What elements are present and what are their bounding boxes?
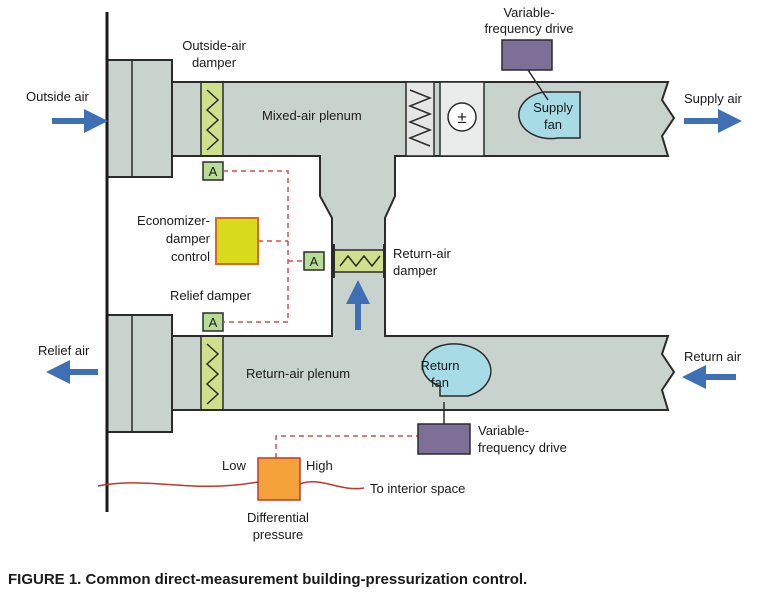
vfd-return bbox=[417, 423, 471, 455]
svg-text:A: A bbox=[310, 254, 319, 269]
label-diff-pressure-2: pressure bbox=[253, 527, 304, 542]
label-outside-air-damper-2: damper bbox=[192, 55, 237, 70]
label-low: Low bbox=[222, 458, 246, 473]
actuator-return-air: A bbox=[303, 251, 325, 271]
label-to-interior: To interior space bbox=[370, 481, 465, 496]
wall-pressure-line bbox=[97, 481, 259, 487]
label-return-fan-2: fan bbox=[431, 375, 449, 390]
label-supply-air: Supply air bbox=[684, 91, 742, 106]
outside-air-damper bbox=[196, 81, 228, 157]
interior-pressure-line bbox=[299, 480, 365, 490]
svg-text:A: A bbox=[209, 315, 218, 330]
label-econ-1: Economizer- bbox=[137, 213, 210, 228]
label-relief-damper: Relief damper bbox=[170, 288, 252, 303]
label-econ-3: control bbox=[171, 249, 210, 264]
outside-air-louver bbox=[106, 59, 173, 178]
label-return-air-damper-1: Return-air bbox=[393, 246, 451, 261]
label-vfd-bottom-2: frequency drive bbox=[478, 440, 567, 455]
label-relief-air: Relief air bbox=[38, 343, 90, 358]
label-supply-fan-1: Supply bbox=[533, 100, 573, 115]
actuator-outside-air: A bbox=[202, 161, 224, 181]
label-outside-air-damper-1: Outside-air bbox=[182, 38, 246, 53]
supply-fan bbox=[518, 91, 581, 140]
label-vfd-top-2: frequency drive bbox=[485, 21, 574, 36]
return-fan bbox=[421, 343, 492, 397]
label-return-fan-1: Return bbox=[420, 358, 459, 373]
label-high: High bbox=[306, 458, 333, 473]
relief-damper bbox=[196, 335, 228, 411]
filter-section bbox=[439, 81, 485, 157]
label-vfd-top-1: Variable- bbox=[503, 5, 554, 20]
label-vfd-bottom-1: Variable- bbox=[478, 423, 529, 438]
label-supply-fan-2: fan bbox=[544, 117, 562, 132]
vfd-supply bbox=[501, 39, 553, 71]
label-return-air: Return air bbox=[684, 349, 742, 364]
label-return-air-plenum: Return-air plenum bbox=[246, 366, 350, 381]
differential-pressure-sensor bbox=[257, 457, 301, 501]
relief-air-louver bbox=[106, 314, 173, 433]
filter-symbol: ± bbox=[457, 108, 466, 127]
actuator-relief: A bbox=[202, 312, 224, 332]
coil-section bbox=[405, 81, 435, 157]
label-diff-pressure-1: Differential bbox=[247, 510, 309, 525]
label-mixed-air-plenum: Mixed-air plenum bbox=[262, 108, 362, 123]
figure-caption: FIGURE 1. Common direct-measurement buil… bbox=[8, 571, 527, 588]
label-outside-air: Outside air bbox=[26, 89, 90, 104]
label-return-air-damper-2: damper bbox=[393, 263, 438, 278]
label-econ-2: damper bbox=[166, 231, 211, 246]
return-air-damper bbox=[333, 244, 385, 278]
svg-text:A: A bbox=[209, 164, 218, 179]
economizer-damper-control bbox=[215, 217, 259, 265]
control-wiring bbox=[223, 170, 418, 458]
